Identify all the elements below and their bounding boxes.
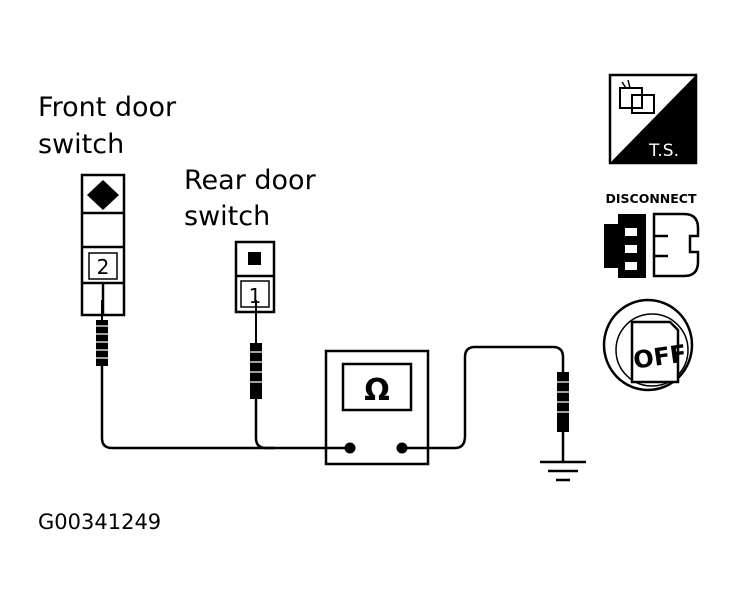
ohmmeter: Ω — [324, 349, 430, 466]
rear-door-switch-label-line2: switch — [184, 201, 271, 232]
ignition-off-icon: OFF — [602, 298, 694, 392]
rear-switch-square-icon — [248, 252, 261, 265]
front-switch-diamond-icon — [87, 180, 119, 210]
rear-probe — [250, 300, 262, 399]
disconnect-icon: DISCONNECT — [604, 191, 700, 278]
meter-terminal-negative — [344, 442, 356, 454]
rear-pin-number: 1 — [249, 284, 262, 308]
front-door-switch-label: Front door — [38, 92, 177, 123]
ground-probe — [557, 372, 569, 432]
rear-door-switch-label: Rear door — [184, 165, 316, 196]
front-probe — [96, 300, 108, 366]
ts-label: T.S. — [648, 141, 679, 161]
ground-symbol-icon — [540, 460, 586, 482]
front-pin-number: 2 — [97, 255, 110, 279]
ohm-symbol: Ω — [364, 373, 390, 408]
troubleshooting-icon: T.S. — [608, 73, 698, 165]
wires — [100, 345, 565, 462]
disconnect-label: DISCONNECT — [606, 191, 697, 206]
figure-id: G00341249 — [38, 510, 162, 534]
meter-terminal-positive — [396, 442, 408, 454]
front-door-switch-label-line2: switch — [38, 129, 125, 160]
